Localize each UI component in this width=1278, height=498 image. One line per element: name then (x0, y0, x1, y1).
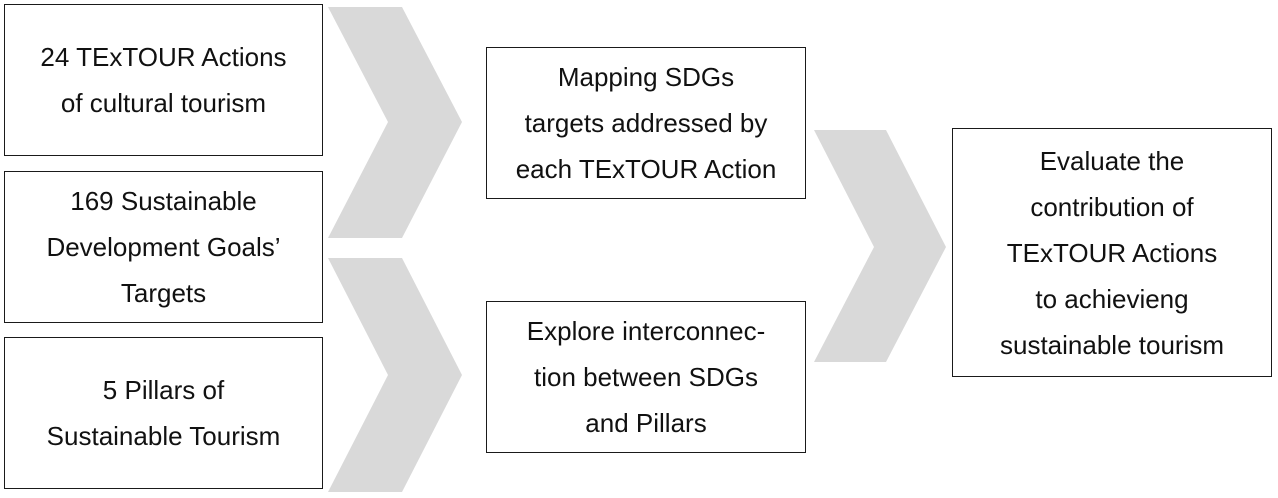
step-label-mapping: Mapping SDGs targets addressed by each T… (515, 62, 777, 184)
input-label-sdg-targets: 169 Sustainable Development Goals’ Targe… (46, 186, 281, 308)
input-box-textour-actions: 24 TExTOUR Actions of cultural tourism (4, 4, 323, 156)
chevron-arrow-to-evaluate (814, 130, 946, 362)
step-label-explore: Explore interconnec- tion between SDGs a… (526, 316, 766, 438)
step-box-mapping: Mapping SDGs targets addressed by each T… (486, 47, 806, 199)
outcome-box-evaluate: Evaluate the contribution of TExTOUR Act… (952, 128, 1272, 377)
step-box-explore: Explore interconnec- tion between SDGs a… (486, 301, 806, 453)
input-box-pillars: 5 Pillars of Sustainable Tourism (4, 337, 323, 489)
outcome-label-evaluate: Evaluate the contribution of TExTOUR Act… (1000, 145, 1224, 360)
input-label-pillars: 5 Pillars of Sustainable Tourism (46, 375, 281, 451)
input-box-sdg-targets: 169 Sustainable Development Goals’ Targe… (4, 171, 323, 323)
input-label-textour-actions: 24 TExTOUR Actions of cultural tourism (40, 42, 287, 118)
chevron-arrow-to-explore (328, 258, 462, 492)
chevron-arrow-to-mapping (328, 7, 462, 238)
